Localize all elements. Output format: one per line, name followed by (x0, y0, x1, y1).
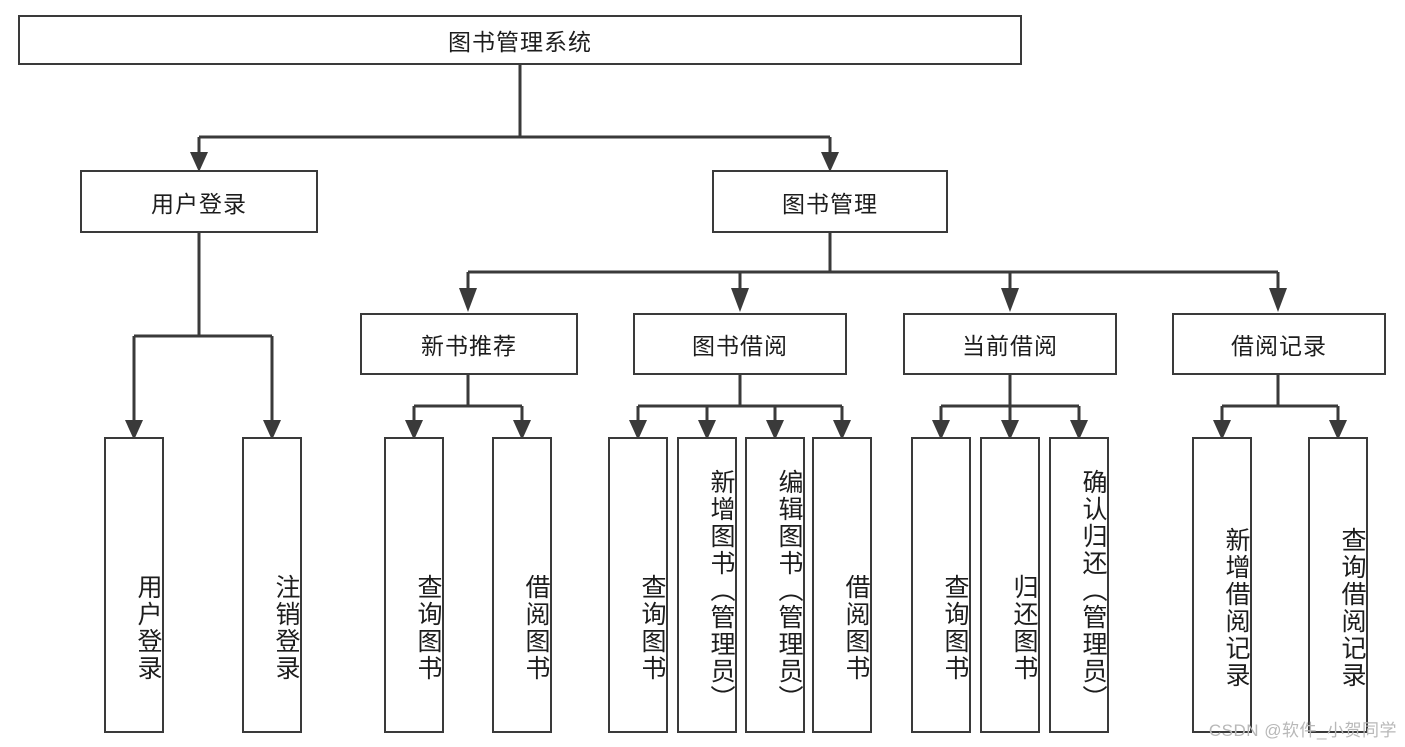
node-label: 查询图书 (638, 574, 666, 682)
node-label: 查询图书 (941, 574, 969, 682)
node-label: 当前借阅 (962, 333, 1058, 359)
node-root-book-management-system[interactable]: 图书管理系统 (18, 15, 1022, 65)
node-label: 查询图书 (414, 574, 442, 682)
node-label: 归还图书 (1010, 574, 1038, 682)
leaf-current-borrow-query-book[interactable]: 查询图书 (911, 437, 971, 733)
leaf-user-login-login[interactable]: 用户登录 (104, 437, 164, 733)
leaf-new-book-query-book[interactable]: 查询图书 (384, 437, 444, 733)
leaf-new-book-borrow-book[interactable]: 借阅图书 (492, 437, 552, 733)
node-label: 新增借阅记录 (1222, 527, 1250, 689)
node-book-management[interactable]: 图书管理 (712, 170, 948, 233)
node-new-book-recommend[interactable]: 新书推荐 (360, 313, 578, 375)
node-label: 图书管理系统 (448, 29, 592, 55)
leaf-borrow-record-add-record[interactable]: 新增借阅记录 (1192, 437, 1252, 733)
leaf-book-borrow-add-book-admin[interactable]: 新增图书（管理员） (677, 437, 737, 733)
node-label: 借阅图书 (522, 574, 550, 682)
watermark-text: CSDN @软件_小贺同学 (1208, 721, 1397, 740)
leaf-book-borrow-edit-book-admin[interactable]: 编辑图书（管理员） (745, 437, 805, 733)
node-user-login[interactable]: 用户登录 (80, 170, 318, 233)
leaf-current-borrow-return-book[interactable]: 归还图书 (980, 437, 1040, 733)
node-current-borrow[interactable]: 当前借阅 (903, 313, 1117, 375)
node-label: 图书管理 (782, 190, 878, 217)
leaf-user-login-logout[interactable]: 注销登录 (242, 437, 302, 733)
leaf-book-borrow-query-book[interactable]: 查询图书 (608, 437, 668, 733)
node-label: 图书借阅 (692, 333, 788, 359)
node-book-borrow[interactable]: 图书借阅 (633, 313, 847, 375)
node-label: 借阅图书 (842, 574, 870, 682)
node-label: 新书推荐 (421, 333, 517, 359)
node-borrow-record[interactable]: 借阅记录 (1172, 313, 1386, 375)
node-label: 查询借阅记录 (1338, 527, 1366, 689)
node-label: 注销登录 (272, 574, 300, 682)
node-label: 用户登录 (134, 574, 162, 682)
node-label: 编辑图书（管理员） (775, 468, 803, 712)
leaf-current-borrow-confirm-return-admin[interactable]: 确认归还（管理员） (1049, 437, 1109, 733)
node-label: 新增图书（管理员） (707, 468, 735, 712)
leaf-book-borrow-borrow-book[interactable]: 借阅图书 (812, 437, 872, 733)
leaf-borrow-record-query-record[interactable]: 查询借阅记录 (1308, 437, 1368, 733)
node-label: 用户登录 (151, 190, 247, 217)
node-label: 确认归还（管理员） (1079, 468, 1107, 712)
node-label: 借阅记录 (1231, 333, 1327, 359)
